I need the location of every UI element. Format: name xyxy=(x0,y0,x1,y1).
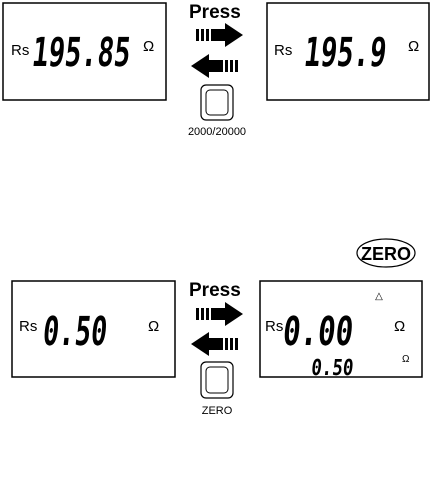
reference-value: 0.50 xyxy=(310,356,355,381)
range-button-icon xyxy=(200,84,234,121)
rs-label: Rs xyxy=(265,318,283,335)
button-caption: 2000/20000 xyxy=(188,126,246,138)
left-arrow-icon xyxy=(191,332,238,356)
lcd-display-left-bottom: Rs 0.50 Ω xyxy=(11,280,176,378)
reading-value: 195.85 xyxy=(30,30,133,76)
right-arrow-icon xyxy=(196,23,243,47)
ohm-unit: Ω xyxy=(148,318,159,335)
press-label: Press xyxy=(189,280,241,301)
ohm-unit: Ω xyxy=(143,38,154,55)
rs-label: Rs xyxy=(19,318,37,335)
rs-label: Rs xyxy=(11,42,29,59)
reading-value: 195.9 xyxy=(302,30,389,76)
rs-label: Rs xyxy=(274,42,292,59)
zero-badge: ZERO xyxy=(356,238,416,268)
zero-badge-label: ZERO xyxy=(361,244,411,264)
ohm-unit: Ω xyxy=(408,38,419,55)
lcd-display-left-top: Rs 195.85 Ω xyxy=(2,2,167,101)
left-arrow-icon xyxy=(191,54,238,78)
press-label: Press xyxy=(189,2,241,23)
reading-value: 0.50 xyxy=(41,309,110,355)
button-caption: ZERO xyxy=(202,405,233,417)
ohm-unit-small: Ω xyxy=(402,354,410,365)
lcd-display-right-bottom: Rs 0.00 Ω 0.50 Ω xyxy=(259,280,423,381)
zero-marker-icon: △ xyxy=(375,291,383,302)
lcd-display-right-top: Rs 195.9 Ω xyxy=(266,2,430,101)
ohm-unit: Ω xyxy=(394,318,405,335)
reading-value: 0.00 xyxy=(281,309,356,355)
right-arrow-icon xyxy=(196,302,243,326)
zero-button-icon xyxy=(200,361,234,399)
